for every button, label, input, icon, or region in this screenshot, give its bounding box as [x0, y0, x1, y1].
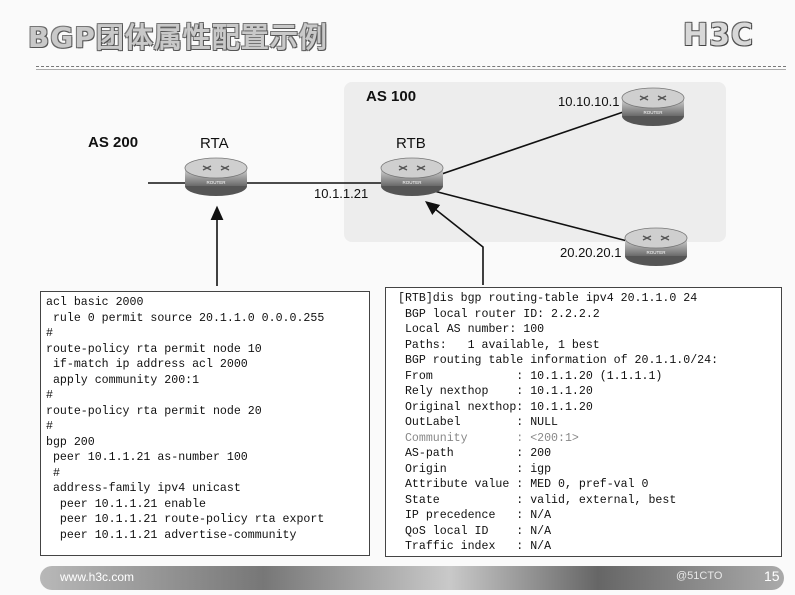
- output-line: Origin : igp: [398, 462, 552, 476]
- config-line: peer 10.1.1.21 route-policy rta export: [46, 513, 325, 526]
- config-line: peer 10.1.1.21 as-number 100: [46, 451, 248, 464]
- link-rtb-top: [429, 107, 636, 179]
- page-number: 15: [764, 568, 780, 584]
- output-line: Local AS number: 100: [398, 323, 545, 336]
- config-line: #: [46, 420, 53, 433]
- link-rtb-bottom: [429, 189, 636, 244]
- as200-label: AS 200: [88, 134, 139, 151]
- config-line: rule 0 permit source 20.1.1.0 0.0.0.255: [46, 311, 325, 325]
- output-line: Paths: 1 available, 1 best: [398, 338, 600, 352]
- output-line: Community : <200:1>: [398, 431, 579, 445]
- as100-label: AS 100: [366, 88, 417, 105]
- router-bottom-right-icon: ROUTER: [624, 227, 688, 266]
- bottom-right-address-label: 20.20.20.1: [560, 245, 622, 260]
- rtb-output-box: [RTB]dis bgp routing-table ipv4 20.1.1.0…: [385, 287, 782, 557]
- svg-text:ROUTER: ROUTER: [207, 180, 227, 185]
- title-divider-solid: [36, 69, 786, 70]
- config-line: #: [46, 327, 53, 340]
- output-line: [RTB]dis bgp routing-table ipv4 20.1.1.0…: [398, 292, 698, 305]
- config-line: route-policy rta permit node 10: [46, 342, 262, 356]
- config-line: peer 10.1.1.21 enable: [46, 497, 207, 511]
- output-line: OutLabel : NULL: [398, 416, 559, 429]
- output-line: Original nexthop: 10.1.1.20: [398, 400, 593, 414]
- output-line: Attribute value : MED 0, pref-val 0: [398, 478, 649, 491]
- footer-url: www.h3c.com: [60, 570, 135, 584]
- rta-config-box: acl basic 2000 rule 0 permit source 20.1…: [40, 291, 370, 556]
- output-line: BGP local router ID: 2.2.2.2: [398, 307, 600, 321]
- slide-title: BGP团体属性配置示例: [28, 21, 328, 54]
- output-line: IP precedence : N/A: [398, 509, 552, 522]
- output-line: AS-path : 200: [398, 447, 552, 460]
- router-rta-icon: ROUTER: [184, 157, 248, 196]
- config-line: apply community 200:1: [46, 373, 200, 387]
- config-line: #: [46, 389, 53, 402]
- svg-text:ROUTER: ROUTER: [647, 250, 667, 255]
- config-line: bgp 200: [46, 435, 95, 449]
- router-top-right-icon: ROUTER: [621, 87, 685, 126]
- link-address-label: 10.1.1.21: [314, 186, 369, 201]
- svg-text:ROUTER: ROUTER: [403, 180, 423, 185]
- output-line: Rely nexthop : 10.1.1.20: [398, 385, 593, 398]
- output-line: BGP routing table information of 20.1.1.…: [398, 354, 719, 367]
- config-line: acl basic 2000: [46, 296, 144, 309]
- output-line: From : 10.1.1.20 (1.1.1.1): [398, 369, 663, 383]
- config-line: address-family ipv4 unicast: [46, 482, 241, 495]
- footer-bar: [40, 566, 784, 590]
- watermark: @51CTO: [676, 570, 723, 582]
- h3c-logo: H3C: [683, 18, 754, 53]
- config-line: if-match ip address acl 2000: [46, 358, 248, 371]
- svg-text:ROUTER: ROUTER: [644, 110, 664, 115]
- config-line: #: [46, 466, 60, 480]
- title-divider: [36, 66, 786, 67]
- arrow-to-rtb: [424, 201, 484, 285]
- config-line: route-policy rta permit node 20: [46, 404, 262, 418]
- rtb-label: RTB: [396, 135, 426, 152]
- output-line: Traffic index : N/A: [398, 540, 552, 553]
- config-line: peer 10.1.1.21 advertise-community: [46, 528, 297, 542]
- rta-label: RTA: [200, 135, 229, 152]
- top-right-address-label: 10.10.10.1: [558, 94, 620, 109]
- output-line: State : valid, external, best: [398, 493, 677, 507]
- output-line: QoS local ID : N/A: [398, 524, 552, 538]
- router-rtb-icon: ROUTER: [380, 157, 444, 196]
